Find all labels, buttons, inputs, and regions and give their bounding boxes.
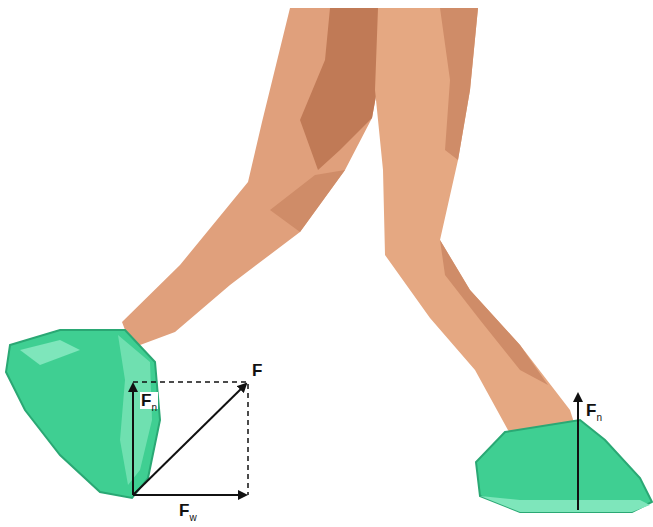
force-symbol: F bbox=[252, 361, 262, 380]
force-label: Fw bbox=[178, 502, 198, 519]
force-label: F bbox=[251, 362, 263, 379]
leg-shade bbox=[440, 240, 548, 385]
force-subscript: n bbox=[151, 402, 157, 413]
force-subscript: w bbox=[189, 512, 196, 523]
shoe-highlight bbox=[20, 340, 80, 365]
leg-shade bbox=[270, 170, 345, 232]
back-leg bbox=[122, 8, 392, 348]
shoe-highlight bbox=[118, 335, 152, 485]
force-symbol: F bbox=[179, 501, 189, 520]
force-label: Fn bbox=[140, 392, 158, 409]
leg-shade bbox=[440, 8, 478, 160]
dashed-rectangle bbox=[133, 382, 248, 495]
front-leg bbox=[375, 8, 582, 452]
horizontal-force-arrow bbox=[133, 494, 246, 496]
force-subscript: n bbox=[596, 412, 602, 423]
force-label: Fn bbox=[585, 402, 603, 419]
force-symbol: F bbox=[141, 391, 151, 410]
shoe-sole bbox=[480, 496, 650, 512]
normal-force-arrow bbox=[132, 384, 134, 495]
resultant-force-arrow bbox=[133, 384, 246, 495]
force-symbol: F bbox=[586, 401, 596, 420]
normal-force-arrow bbox=[577, 394, 579, 510]
back-shoe bbox=[6, 330, 160, 498]
front-shoe bbox=[476, 420, 652, 512]
